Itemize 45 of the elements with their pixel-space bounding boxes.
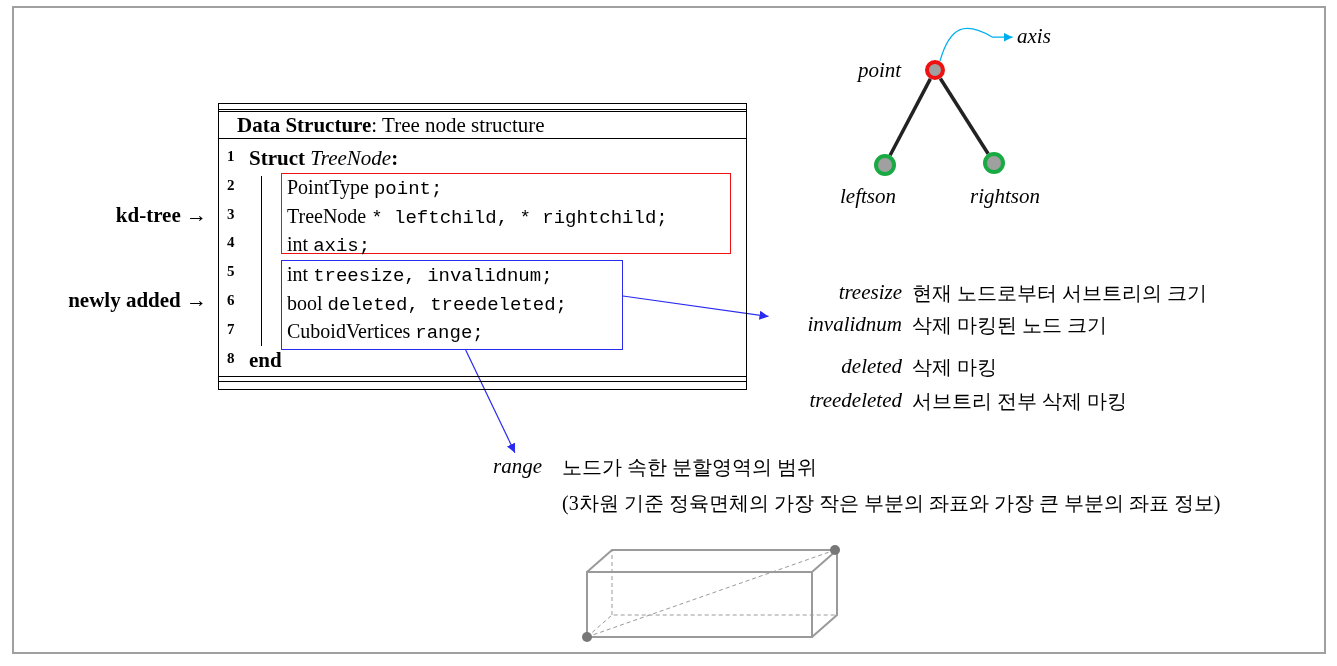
leaf-label: rightson [970, 184, 1040, 209]
side-note: newly added → [68, 288, 207, 313]
line-number: 8 [227, 350, 235, 367]
term-label: deleted [841, 354, 902, 379]
description-text: 현재 노드로부터 서브트리의 크기 [912, 281, 1207, 306]
code-line: int axis; [287, 233, 371, 258]
arrow [939, 27, 1014, 62]
code-line: int treesize, invalidnum; [287, 263, 553, 287]
axis-label: axis [1017, 24, 1061, 48]
arrow [622, 295, 770, 320]
code-line: bool deleted, treedeleted; [287, 291, 567, 316]
highlight-box [281, 260, 623, 350]
description-text: 노드가 속한 분할영역의 범위 [562, 455, 817, 480]
line-number: 3 [227, 206, 235, 223]
code-line: PointType point; [287, 176, 443, 200]
line-number: 7 [227, 321, 235, 338]
leaf-label: leftson [840, 184, 896, 209]
term-label: invalidnum [807, 312, 902, 337]
line-number: 2 [227, 177, 235, 194]
code-line: end [249, 348, 282, 373]
tree-node-circle [983, 152, 1005, 174]
tree-node-circle [874, 154, 896, 176]
code-line: Struct TreeNode: [249, 146, 399, 171]
algorithm-title: Data Structure: Tree node structure [237, 113, 545, 138]
side-note: kd-tree → [115, 203, 207, 228]
line-number: 6 [227, 292, 235, 309]
description-text: 서브트리 전부 삭제 마킹 [912, 389, 1127, 414]
description-text: 삭제 마킹 [912, 355, 997, 380]
connector-line [888, 78, 932, 157]
highlight-box [281, 173, 731, 254]
line-number: 1 [227, 148, 235, 165]
line-number: 4 [227, 234, 235, 251]
line-number: 5 [227, 263, 235, 280]
algorithm-box [218, 103, 747, 390]
description-text: (3차원 기준 정육면체의 가장 작은 부분의 좌표와 가장 큰 부분의 좌표 정보) [562, 491, 1221, 517]
arrow [465, 349, 516, 454]
tree-node-circle [925, 60, 945, 80]
connector-line [938, 77, 990, 155]
term-label: range [493, 454, 542, 479]
point-label: point [858, 58, 902, 83]
term-label: treesize [838, 280, 902, 305]
code-line: CuboidVertices range; [287, 320, 484, 345]
term-label: treedeleted [809, 388, 902, 413]
description-text: 삭제 마킹된 노드 크기 [912, 313, 1107, 338]
code-line: TreeNode * leftchild, * rightchild; [287, 204, 668, 229]
